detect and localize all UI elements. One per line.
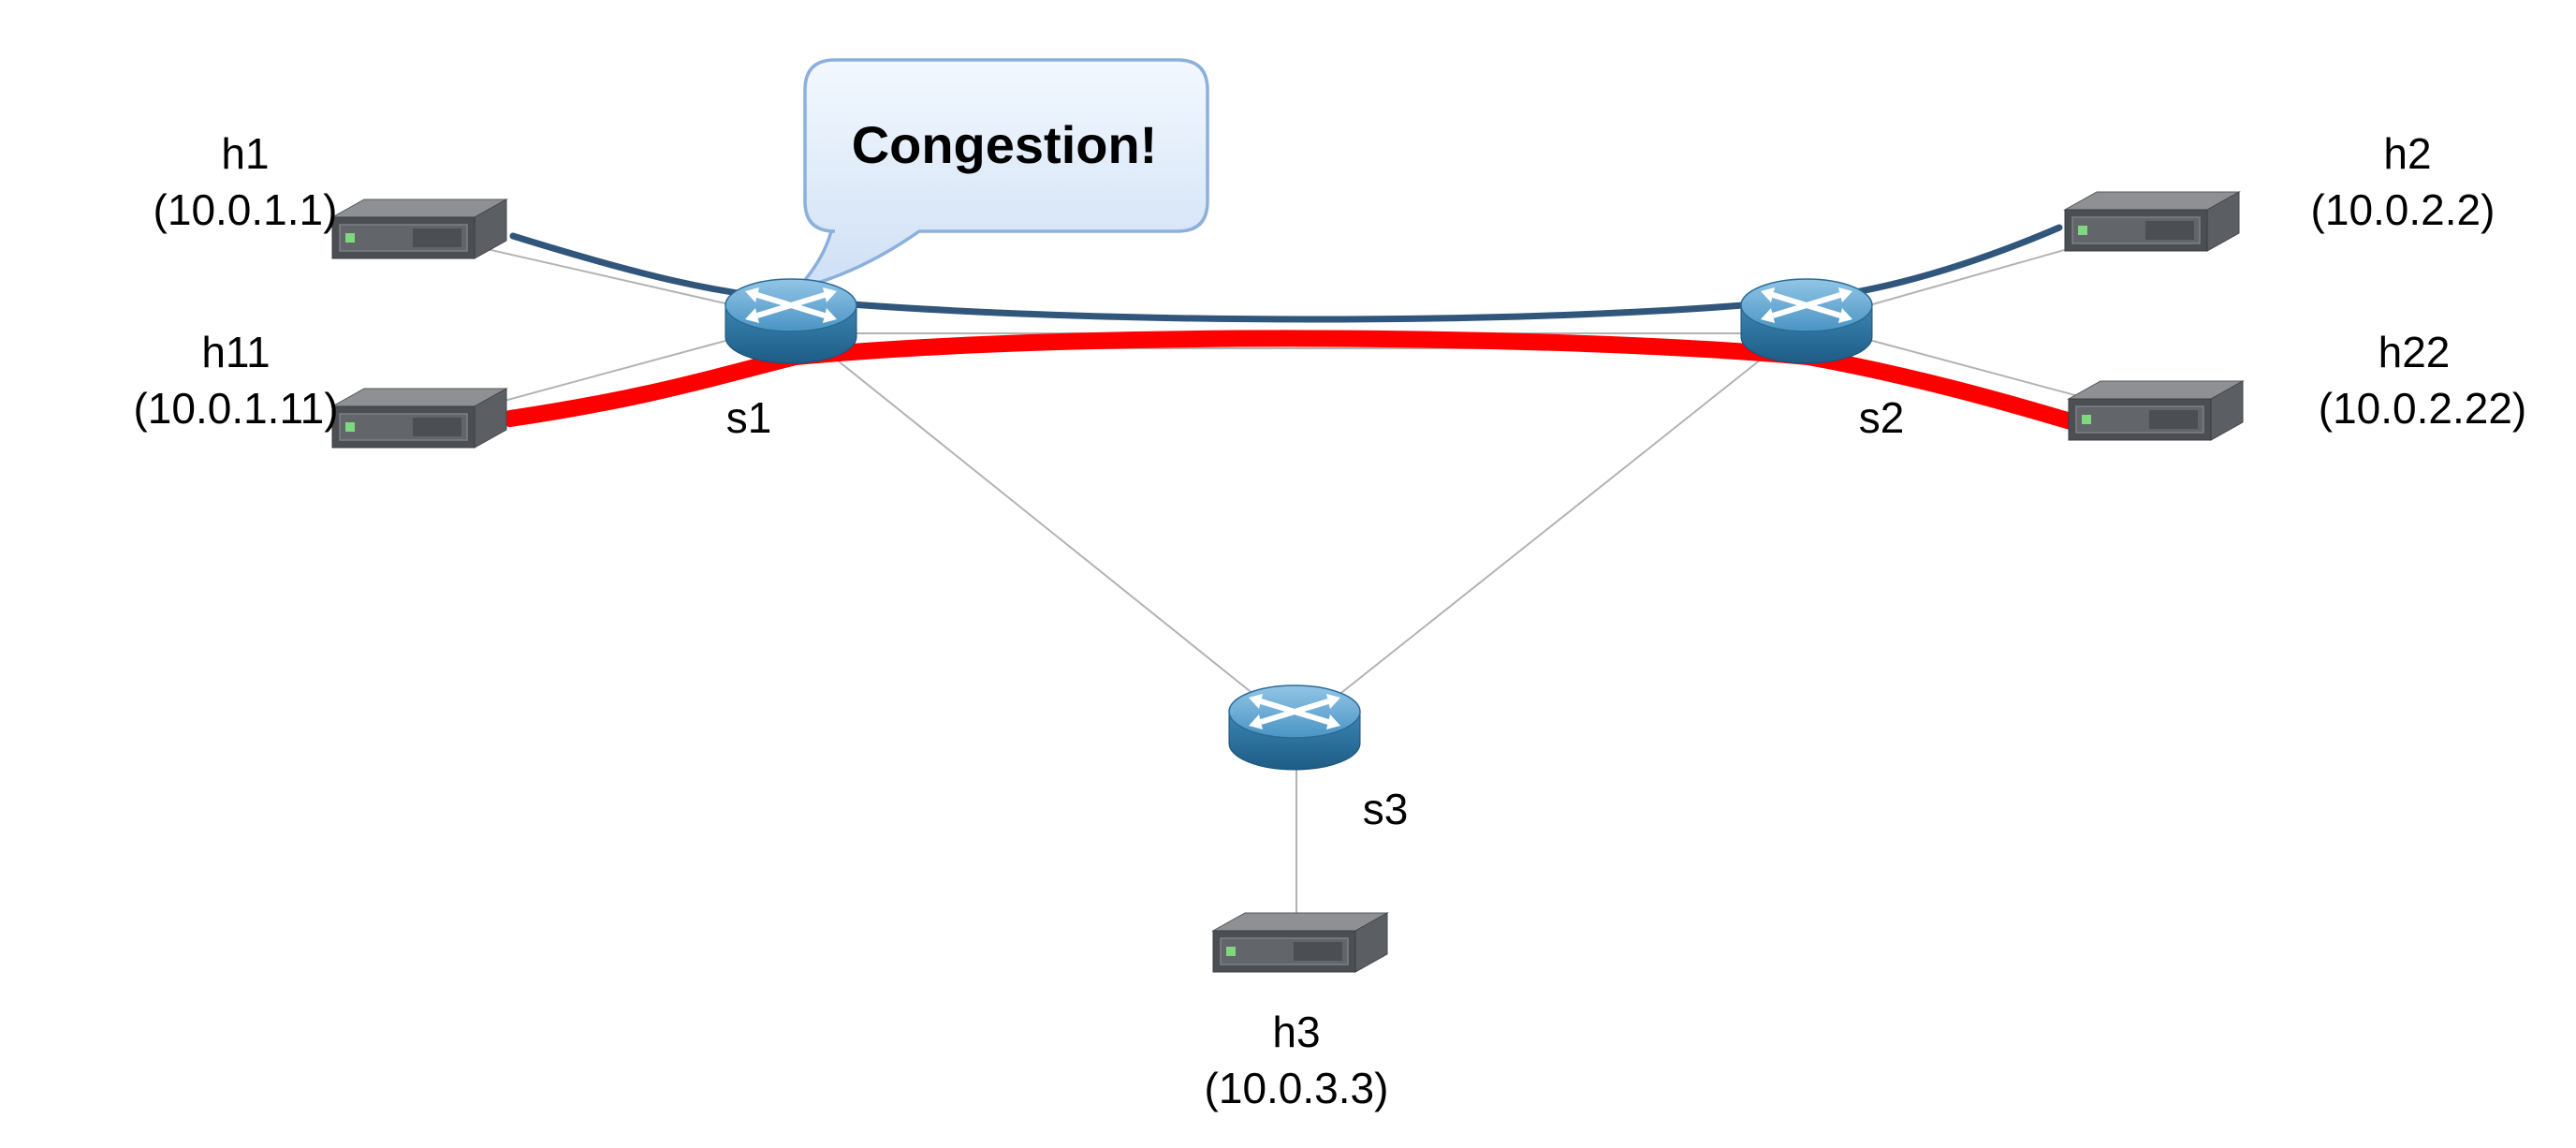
router-icon bbox=[1741, 279, 1872, 363]
host-h2-label: h2 bbox=[2383, 129, 2431, 178]
server-icon bbox=[1212, 912, 1388, 973]
link-s2-s3 bbox=[1295, 322, 1808, 729]
switch-s2-label: s2 bbox=[1859, 393, 1905, 442]
switch-s3-label: s3 bbox=[1363, 785, 1409, 833]
server-icon bbox=[2068, 380, 2244, 441]
link-s1-s3 bbox=[790, 322, 1297, 729]
flow-h11-h22-congested-line bbox=[502, 330, 2079, 430]
host-h3-label: h3 bbox=[1272, 1008, 1320, 1056]
host-h11-ip: (10.0.1.11) bbox=[133, 384, 338, 433]
node-h2 bbox=[2064, 191, 2240, 252]
server-icon bbox=[331, 388, 507, 449]
switch-s1-label: s1 bbox=[726, 393, 772, 442]
congestion-text: Congestion! bbox=[852, 115, 1158, 174]
host-h22-ip: (10.0.2.22) bbox=[2319, 384, 2526, 433]
node-h22 bbox=[2068, 380, 2244, 441]
congestion-callout: Congestion! bbox=[792, 58, 1209, 292]
flow-h1-h2-line bbox=[509, 224, 2063, 323]
server-icon bbox=[331, 199, 507, 259]
node-s2 bbox=[1741, 279, 1872, 363]
speech-bubble bbox=[792, 58, 1209, 292]
router-icon bbox=[1229, 685, 1360, 770]
server-icon bbox=[2064, 191, 2240, 252]
host-h22-label: h22 bbox=[2378, 328, 2451, 376]
host-h1-ip: (10.0.1.1) bbox=[154, 185, 338, 234]
router-icon bbox=[725, 279, 856, 363]
node-h11 bbox=[331, 388, 507, 449]
host-h11-label: h11 bbox=[201, 328, 270, 376]
host-h1-label: h1 bbox=[221, 129, 269, 178]
node-h1 bbox=[331, 199, 507, 259]
node-h3 bbox=[1212, 912, 1388, 973]
host-h2-ip: (10.0.2.2) bbox=[2311, 185, 2496, 234]
host-h3-ip: (10.0.3.3) bbox=[1205, 1064, 1389, 1112]
node-s3 bbox=[1229, 685, 1360, 770]
node-s1 bbox=[725, 279, 856, 363]
